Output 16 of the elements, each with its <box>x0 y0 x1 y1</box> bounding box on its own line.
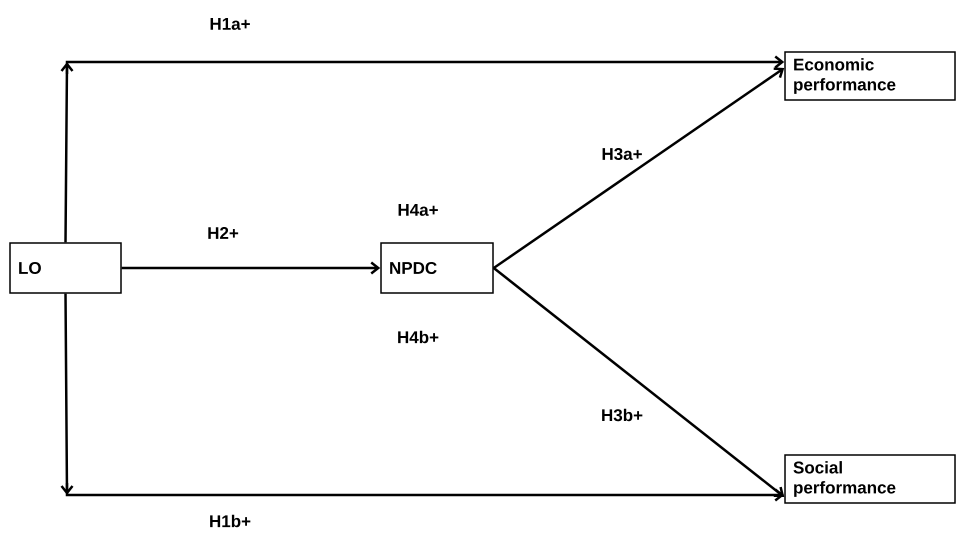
edge-label: H3a+ <box>599 146 645 162</box>
edge-label: H1b+ <box>206 512 254 530</box>
concept-box: Economic performance <box>784 51 956 101</box>
concept-box: LO <box>9 242 122 294</box>
concept-box: Social performance <box>784 454 956 504</box>
arrow <box>122 262 380 274</box>
arrow <box>60 294 784 502</box>
concept-box: NPDC <box>380 242 494 294</box>
hypothesis-label: H4b+ <box>398 330 438 344</box>
hypothesis-label: H4a+ <box>398 204 438 216</box>
arrow <box>493 67 784 270</box>
arrow <box>492 267 784 497</box>
edge-label: H1a+ <box>207 16 253 32</box>
edge-label: H3b+ <box>599 406 646 424</box>
edge-label: H2+ <box>205 225 241 241</box>
arrow <box>60 56 784 242</box>
